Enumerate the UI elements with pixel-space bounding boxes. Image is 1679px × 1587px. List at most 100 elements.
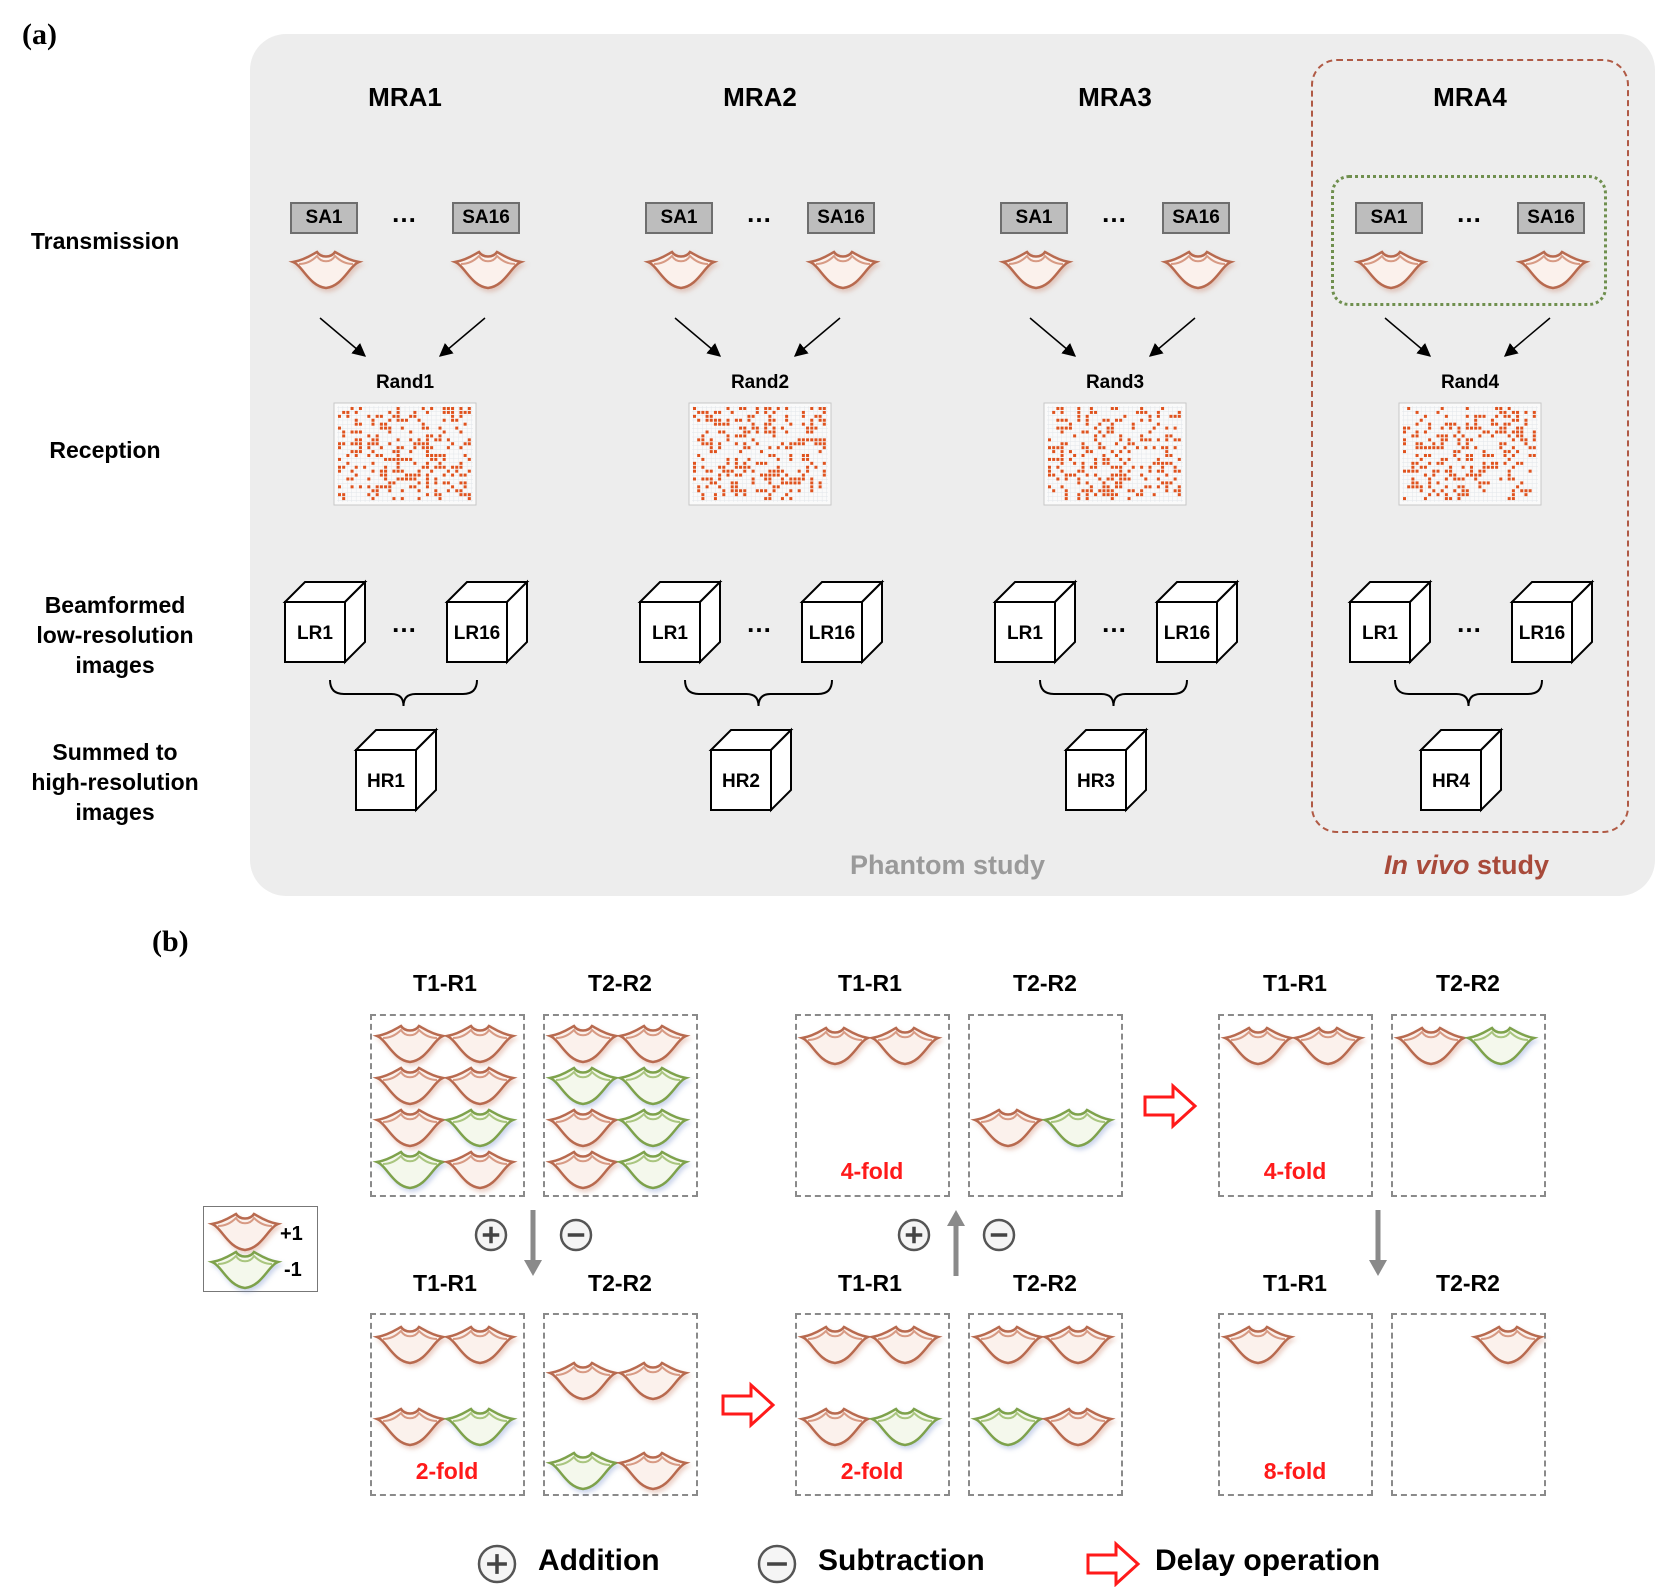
lr-first-cube xyxy=(992,579,1078,665)
box-g4-t1 xyxy=(795,1313,950,1496)
delay-arrow-icon xyxy=(1143,1082,1198,1130)
transducer-wave-icon xyxy=(1515,250,1591,290)
g1-t2-wave-icon xyxy=(615,1108,691,1148)
g5-t2-wave-icon xyxy=(1393,1026,1469,1066)
hr-label: HR4 xyxy=(1432,771,1470,792)
fold-g6-t1: 8-fold xyxy=(1263,1458,1327,1484)
box-g5-t2 xyxy=(1391,1014,1546,1197)
sa-first-box: SA1 xyxy=(645,202,713,234)
sa-last-box: SA16 xyxy=(1162,202,1230,234)
ellipsis: … xyxy=(1456,198,1482,228)
row-label-beamformed-line2: low-resolution xyxy=(36,622,194,648)
lr-last-cube xyxy=(444,579,530,665)
g1-t2-wave-icon xyxy=(545,1108,621,1148)
ellipsis: … xyxy=(1456,608,1482,638)
sa-first-box: SA1 xyxy=(1355,202,1423,234)
box-g1-t1 xyxy=(370,1014,525,1197)
delay-arrow-icon xyxy=(721,1381,776,1429)
ellipsis: … xyxy=(1101,608,1127,638)
g5-t1-wave-icon xyxy=(1290,1026,1366,1066)
t2-label-g2: T2-R2 xyxy=(588,1270,652,1296)
t2-label-g3: T2-R2 xyxy=(1013,970,1077,996)
g1-t1-wave-icon xyxy=(372,1108,448,1148)
box-g4-t2 xyxy=(968,1313,1123,1496)
ellipsis: … xyxy=(746,198,772,228)
g4-t2-wave-icon xyxy=(1040,1325,1116,1365)
rand-label: Rand2 xyxy=(730,372,790,393)
g5-t1-wave-icon xyxy=(1220,1026,1296,1066)
g4-t1-wave-icon xyxy=(797,1325,873,1365)
t2-label-g4: T2-R2 xyxy=(1013,1270,1077,1296)
invivo-study-frame xyxy=(1311,59,1629,833)
transmission-arrow xyxy=(1384,317,1432,357)
g1-t2-wave-icon xyxy=(545,1066,621,1106)
transducer-wave-icon xyxy=(643,250,719,290)
mra-title: MRA3 xyxy=(1078,82,1152,112)
row-label-beamformed-line1: Beamformed xyxy=(44,592,186,618)
legend-minus-label: -1 xyxy=(284,1259,302,1281)
g1-t1-wave-icon xyxy=(442,1108,518,1148)
invivo-rest-text: study xyxy=(1469,850,1550,880)
up-arrow-icon-head xyxy=(947,1210,965,1226)
phantom-study-label: Phantom study xyxy=(850,850,1046,880)
row-label-reception: Reception xyxy=(49,437,161,463)
panel-b-label: (b) xyxy=(152,925,189,958)
g1-t2-wave-icon xyxy=(545,1024,621,1064)
g3-t1-wave-icon xyxy=(867,1026,943,1066)
reception-random-matrix-elements xyxy=(338,407,471,501)
g2-t2-wave-icon xyxy=(545,1361,621,1401)
t2-label-g5: T2-R2 xyxy=(1436,970,1500,996)
addition-label: Addition xyxy=(538,1544,660,1577)
summation-brace xyxy=(684,679,833,707)
g1-t2-wave-icon xyxy=(545,1150,621,1190)
hr-cube xyxy=(353,727,439,813)
transmission-arrow xyxy=(674,317,722,357)
legend-minus-wave-icon xyxy=(207,1250,283,1290)
box-g1-t2 xyxy=(543,1014,698,1197)
fold-g3-t1: 4-fold xyxy=(840,1158,904,1184)
box-g6-t1 xyxy=(1218,1313,1373,1496)
transmission-arrow xyxy=(793,317,841,357)
summation-brace xyxy=(1039,679,1188,707)
summation-brace xyxy=(1394,679,1543,707)
g3-t1-wave-icon xyxy=(797,1026,873,1066)
g1-t2-wave-icon xyxy=(615,1024,691,1064)
lr-first-label: LR1 xyxy=(297,623,333,644)
sa-last-box: SA16 xyxy=(1517,202,1585,234)
mra-title: MRA2 xyxy=(723,82,797,112)
box-g5-t1 xyxy=(1218,1014,1373,1197)
row-label-summed-line2: high-resolution xyxy=(31,769,199,795)
g4-t1-wave-icon xyxy=(867,1325,943,1365)
sa-first-box: SA1 xyxy=(1000,202,1068,234)
ellipsis: … xyxy=(391,198,417,228)
lr-first-cube xyxy=(1347,579,1433,665)
invivo-italic-text: In vivo xyxy=(1384,850,1470,880)
row-label-summed-line3: images xyxy=(75,799,155,825)
transducer-wave-icon xyxy=(805,250,881,290)
box-g6-t2 xyxy=(1391,1313,1546,1496)
g6-t2-wave-icon xyxy=(1470,1325,1546,1365)
hr-label: HR3 xyxy=(1077,771,1115,792)
row-label-summed-line1: Summed to xyxy=(52,739,178,765)
g1-t1-wave-icon xyxy=(372,1024,448,1064)
g1-t2-wave-icon xyxy=(615,1150,691,1190)
reception-random-matrix-grid xyxy=(692,406,828,502)
lr-first-label: LR1 xyxy=(652,623,688,644)
ellipsis: … xyxy=(746,608,772,638)
g1-t1-wave-icon xyxy=(442,1066,518,1106)
lr-last-label: LR16 xyxy=(809,623,855,644)
g2-t1-wave-icon xyxy=(442,1325,518,1365)
row-label-transmission: Transmission xyxy=(30,228,180,254)
subtraction-label: Subtraction xyxy=(818,1544,985,1577)
mra-title: MRA4 xyxy=(1433,82,1507,112)
reception-random-matrix-elements xyxy=(693,407,826,501)
lr-last-cube xyxy=(799,579,885,665)
mra-title: MRA1 xyxy=(368,82,442,112)
g3-t2-wave-icon xyxy=(970,1108,1046,1148)
row-label-beamformed: Beamformed low-resolution images xyxy=(10,590,220,680)
summation-brace xyxy=(329,679,478,707)
legend-plus-wave-icon xyxy=(207,1212,283,1252)
invivo-study-label: In vivo study xyxy=(1384,850,1549,881)
ellipsis: … xyxy=(391,608,417,638)
